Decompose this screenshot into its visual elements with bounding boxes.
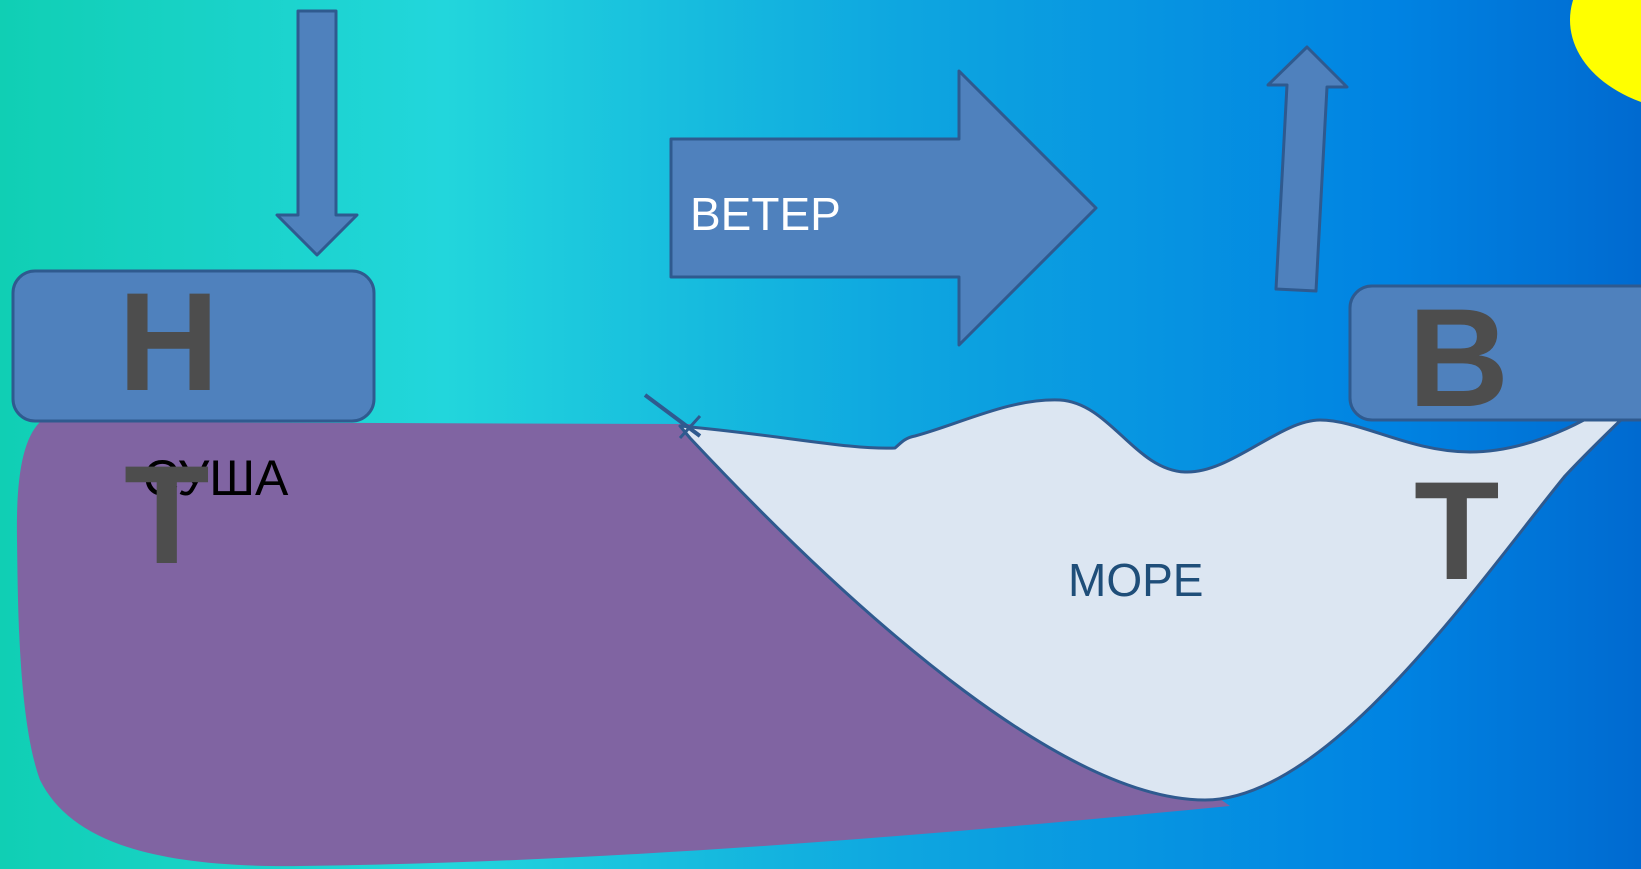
land-label: СУША <box>143 450 289 506</box>
low-pressure-box <box>11 269 376 423</box>
sea-edge-mark <box>643 393 702 438</box>
sea-pressure-letter: В <box>1408 279 1510 436</box>
sea-label: МОРЕ <box>1068 554 1204 606</box>
high-pressure-box <box>1348 284 1641 422</box>
sun <box>1570 0 1641 102</box>
down-arrow <box>275 9 359 257</box>
wind-label: ВЕТЕР <box>690 188 841 240</box>
land-temperature-letter: Т <box>124 436 210 593</box>
land-shape <box>16 422 1230 867</box>
up-arrow <box>1266 45 1349 293</box>
sea-temperature-letter: Т <box>1414 452 1500 609</box>
sea-shape <box>678 390 1637 802</box>
sea-edge-mark-2 <box>678 414 702 440</box>
land-pressure-letter: Н <box>118 263 220 420</box>
wind-arrow <box>669 69 1098 347</box>
